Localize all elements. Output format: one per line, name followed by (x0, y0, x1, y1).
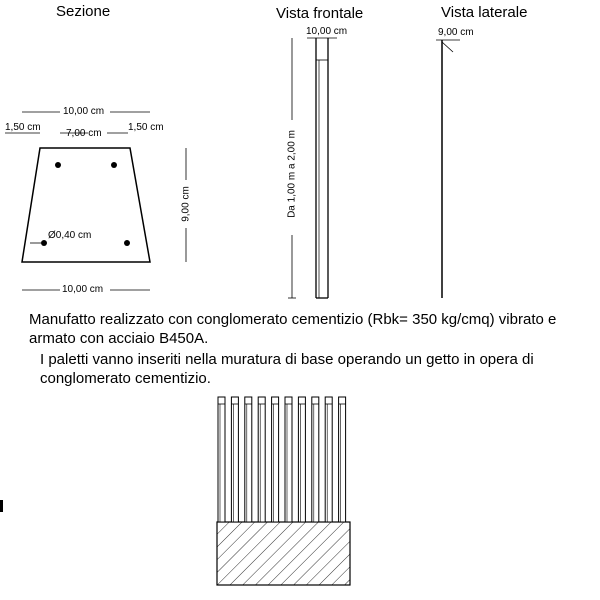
front-view-post (307, 37, 337, 299)
section-height-label: 9,00 cm (180, 186, 192, 222)
rebar-bottom-left (41, 240, 47, 246)
fence-post (230, 396, 239, 523)
edge-mark (0, 500, 3, 512)
side-view-title: Vista laterale (441, 4, 528, 21)
description-line-2: armato con acciaio B450A. (29, 330, 209, 347)
fence-post (217, 396, 226, 523)
section-outline (21, 147, 151, 263)
fence-post (297, 396, 306, 523)
front-view-height-dimension (288, 38, 296, 299)
section-left-offset-label: 1,50 cm (5, 122, 41, 133)
section-dimensions (5, 111, 187, 291)
fence-post (324, 396, 333, 523)
section-bottom-width-label: 10,00 cm (62, 284, 104, 295)
fence-post (284, 396, 293, 523)
front-view-height-label: Da 1,00 m a 2,00 m (286, 130, 298, 218)
fence-post (257, 396, 266, 523)
rebar-top-left (55, 162, 61, 168)
fence-post (271, 396, 280, 523)
section-right-offset-label: 1,50 cm (128, 122, 164, 133)
fence-base-wall (216, 521, 351, 586)
rebar-top-right (111, 162, 117, 168)
description-line-1: Manufatto realizzato con conglomerato ce… (29, 311, 557, 328)
section-title: Sezione (56, 3, 111, 20)
section-top-width-label: 10,00 cm (63, 106, 105, 117)
rebar-bottom-right (124, 240, 130, 246)
section-inner-width-label: 7,00 cm (66, 128, 102, 139)
front-view-title: Vista frontale (276, 5, 364, 22)
description-line-4: conglomerato cementizio. (40, 370, 211, 387)
fence-posts (217, 396, 347, 523)
section-bar-diameter-label: Ø0,40 cm (48, 230, 92, 241)
fence-post (338, 396, 347, 523)
front-view-width-label: 10,00 cm (306, 26, 348, 37)
side-view-width-label: 9,00 cm (438, 27, 474, 38)
description-line-3: I paletti vanno inseriti nella muratura … (40, 351, 534, 368)
fence-post (311, 396, 320, 523)
fence-post (244, 396, 253, 523)
side-view-post (436, 39, 460, 298)
